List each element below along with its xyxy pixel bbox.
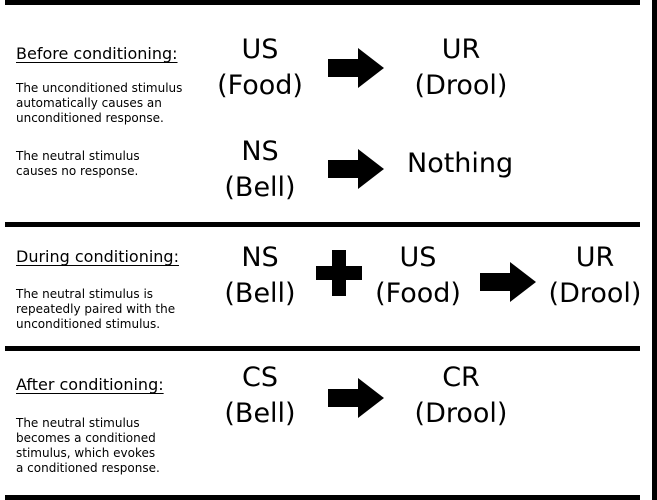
section-heading: After conditioning: [16, 375, 164, 394]
section-divider [5, 346, 640, 351]
section-heading: During conditioning: [16, 247, 179, 266]
stimulus-label: NS (Bell) [224, 242, 296, 309]
section-heading: Before conditioning: [16, 44, 178, 63]
right-border [652, 0, 657, 500]
top-border [5, 0, 640, 5]
response-label: UR (Drool) [414, 34, 508, 101]
bottom-border [5, 495, 640, 500]
section-description: The neutral stimulus is repeatedly paire… [16, 287, 176, 331]
response-label: Nothing [407, 148, 514, 179]
section-description: The unconditioned stimulus automatically… [16, 81, 183, 125]
stimulus-label: US (Food) [217, 34, 303, 101]
right-arrow-icon [328, 48, 384, 88]
response-label: UR (Drool) [548, 242, 642, 309]
section-description: The neutral stimulus causes no response. [16, 149, 140, 178]
stimulus-label: NS (Bell) [224, 136, 296, 203]
right-arrow-icon [480, 262, 536, 302]
section-description: The neutral stimulus becomes a condition… [16, 416, 160, 475]
response-label: CR (Drool) [414, 362, 508, 429]
section-divider [5, 222, 640, 227]
stimulus-label: CS (Bell) [224, 362, 296, 429]
plus-icon [316, 250, 362, 296]
stimulus-label: US (Food) [375, 242, 461, 309]
right-arrow-icon [328, 149, 384, 189]
right-arrow-icon [328, 378, 384, 418]
